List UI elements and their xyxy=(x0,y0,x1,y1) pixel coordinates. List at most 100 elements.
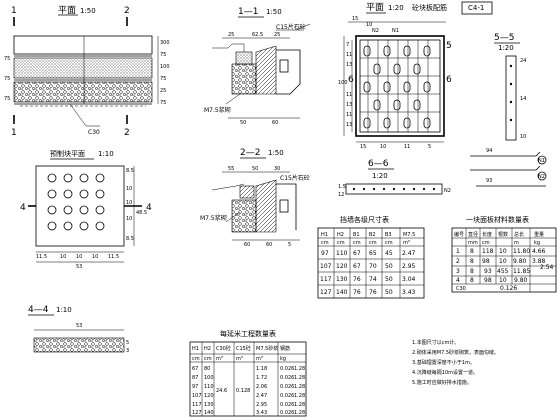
table-cell: 76 xyxy=(353,276,361,283)
table-header: H1 xyxy=(321,232,328,238)
qty-table-1: 每延米工程数量表 H1 H2 C30砼 C15砼 M7.5砂浆 钢筋 cm cm… xyxy=(189,329,307,417)
table-header: H1 xyxy=(192,346,199,352)
table-unit: m³ xyxy=(216,356,223,362)
rebar-label: N1 xyxy=(538,158,545,164)
table-row: 117 130 2.95 0.026 1.28 xyxy=(192,402,305,408)
table-cell: 0.026 xyxy=(280,375,294,381)
table-unit: m xyxy=(514,240,519,246)
rebar-value: 94 xyxy=(486,148,492,154)
table-row: 1 8 118 10 11.80 4.66 xyxy=(456,248,546,255)
section-mark: 6 xyxy=(446,75,452,85)
table-unit: mm xyxy=(468,240,478,246)
section-5-5-scale: 1:20 xyxy=(498,44,514,52)
table-cell: 4 xyxy=(456,277,460,284)
dim-label: 50 xyxy=(240,120,246,126)
table-row: 67 80 24.6 0.128 1.18 0.026 1.28 xyxy=(192,366,305,394)
dim-label: 15 xyxy=(360,144,366,150)
table-cell: 9.80 xyxy=(513,258,527,265)
table-cell: 45 xyxy=(385,250,393,257)
dim-label: 75 xyxy=(160,76,166,82)
table-cell: 3 xyxy=(456,268,460,275)
section-1-1-scale: 1:50 xyxy=(266,8,282,16)
table-header: 总长 xyxy=(514,231,524,238)
table-cell: 3.43 xyxy=(256,410,267,416)
dim-label: 10 xyxy=(126,216,132,222)
section-4-4: 4—4 1:10 53 5 3 xyxy=(28,305,129,354)
dim-label: 55 xyxy=(228,166,234,172)
rebar-concrete-label: C30 xyxy=(456,286,466,292)
mortar-label: M7.5浆砌 xyxy=(200,214,227,222)
dim-label: 7 xyxy=(346,42,349,48)
table-cell: 9.80 xyxy=(514,277,528,284)
table-header: C15砼 xyxy=(236,345,251,352)
table-cell: 1.28 xyxy=(294,402,305,408)
dim-label: 11 xyxy=(346,52,352,58)
rebar-table: 一块面板材料数量表 编号 直径 长度 根数 总长 重量 mm cm m kg 1… xyxy=(451,215,557,293)
section-mark: 5 xyxy=(446,41,452,51)
table-unit: m³ xyxy=(236,356,243,362)
table-cell: 127 xyxy=(192,410,202,416)
dim-label: 10 xyxy=(76,254,82,260)
rebar-value: 93 xyxy=(486,178,492,184)
table-unit: m³ xyxy=(403,240,410,246)
dim-label: 11 xyxy=(346,112,352,118)
table-cell: 3.43 xyxy=(402,289,416,296)
dim-label: 10 xyxy=(520,134,526,140)
table-header: 钢筋 xyxy=(280,345,290,352)
table-cell: 24.6 xyxy=(216,388,227,394)
table-unit: cm xyxy=(337,240,345,246)
dim-label: 10 xyxy=(366,22,372,28)
dim-label: N2 xyxy=(444,188,451,194)
concrete-label: C15片石砼 xyxy=(280,174,310,182)
section-4-4-scale: 1:10 xyxy=(56,306,72,314)
table-cell: 110 xyxy=(204,384,214,390)
note-line: 4.沉降缝每隔10m设置一道。 xyxy=(412,369,478,376)
table-header: 重量 xyxy=(534,231,544,238)
table-cell: 8 xyxy=(470,258,474,265)
dim-label: 15 xyxy=(352,16,358,22)
section-mark: 6 xyxy=(348,75,354,85)
note-line: 5.施工时应做好排水措施。 xyxy=(412,379,472,386)
table-cell: 3.04 xyxy=(402,276,416,283)
dim-table-title: 挡墙各级尺寸表 xyxy=(340,215,389,224)
block-plan: 预制块平面 1:10 4 4 8.5 10 10 10 8.5 48.5 11.… xyxy=(20,149,152,270)
table-cell: 107 xyxy=(320,263,332,270)
table-row: 117 130 76 74 50 3.04 xyxy=(320,276,416,283)
table-cell: 117 xyxy=(192,402,202,408)
dim-label: 75 xyxy=(4,76,10,82)
table-cell: 10 xyxy=(499,277,507,284)
dim-label: 75 xyxy=(160,100,166,106)
dim-label: 13 xyxy=(346,122,352,128)
table-cell: 0.026 xyxy=(280,410,294,416)
table-cell: 120 xyxy=(204,393,214,399)
table-cell: 117 xyxy=(320,276,332,283)
rebar-table-title: 一块面板材料数量表 xyxy=(466,215,529,224)
section-2-2-title: 2—2 xyxy=(240,148,260,158)
table-header: B2 xyxy=(369,232,376,238)
table-unit: cm xyxy=(204,356,212,362)
table-cell: 1.72 xyxy=(256,375,267,381)
table-cell: 455 xyxy=(497,268,509,275)
table-cell: 8 xyxy=(470,248,474,255)
plan-view-title: 平面 xyxy=(58,5,76,16)
table-cell: 76 xyxy=(353,289,361,296)
table-cell: 50 xyxy=(385,263,393,270)
detail-plan-title: 平面 xyxy=(366,2,384,13)
dim-label: 10 xyxy=(126,186,132,192)
table-row: 97 110 67 65 45 2.47 xyxy=(321,250,416,257)
table-cell: 74 xyxy=(369,276,377,283)
dim-label: 8.5 xyxy=(126,168,134,174)
table-unit: cm xyxy=(385,240,393,246)
dim-label: 53 xyxy=(76,323,82,329)
table-header: H2 xyxy=(204,346,211,352)
mortar-label: M7.5浆砌 xyxy=(204,106,231,114)
table-cell: 2.06 xyxy=(256,384,267,390)
section-1-1-title: 1—1 xyxy=(238,7,258,17)
table-header: H2 xyxy=(337,232,344,238)
table-row: 97 110 2.06 0.026 1.28 xyxy=(192,384,305,390)
table-cell: 1.28 xyxy=(294,410,305,416)
dim-label: 10 xyxy=(92,254,98,260)
table-header: 长度 xyxy=(482,231,492,238)
section-mark: 1 xyxy=(11,128,17,138)
